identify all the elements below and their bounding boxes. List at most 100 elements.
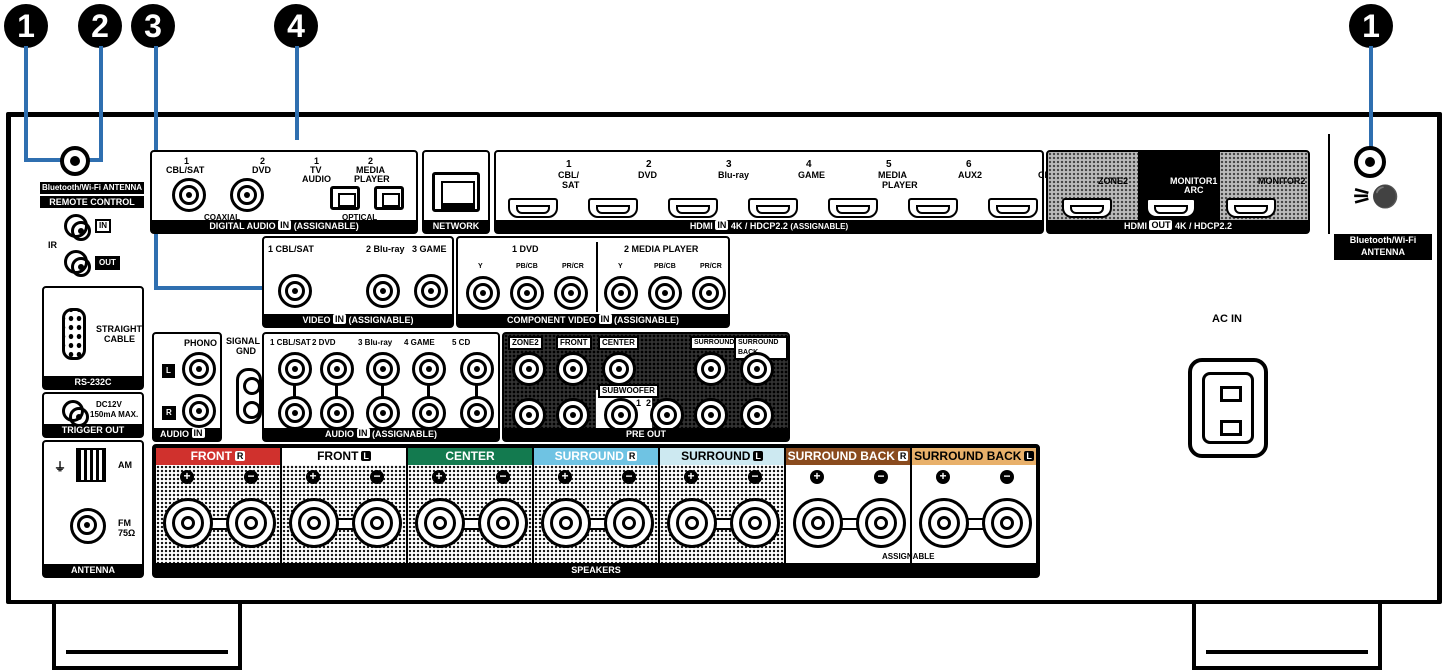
hdmi-in-3-port[interactable]: [668, 198, 718, 218]
speaker-header-2-channel: L: [361, 451, 371, 461]
preout-zone2-r-jack[interactable]: [512, 398, 546, 432]
audio-assign-5-r-jack[interactable]: [460, 396, 494, 430]
rs232c-port[interactable]: [62, 308, 86, 360]
preout-surround-back-r-jack[interactable]: [740, 398, 774, 432]
hdmi-in-7-port[interactable]: [988, 198, 1038, 218]
preout-subwoofer-1-jack[interactable]: [604, 398, 638, 432]
fm-antenna-jack[interactable]: [70, 508, 106, 544]
phono-r-jack[interactable]: [182, 394, 216, 428]
audio-assign-2-l-jack[interactable]: [320, 352, 354, 386]
speaker-1-minus-terminal[interactable]: [226, 498, 276, 548]
speaker-5-plus-terminal[interactable]: [667, 498, 717, 548]
rs232c-text-1: STRAIGHT: [96, 324, 142, 334]
bt-antenna-right-jack[interactable]: [1354, 146, 1386, 178]
speaker-1-plus-terminal[interactable]: [163, 498, 213, 548]
arc-label: ARC: [1184, 185, 1204, 195]
speaker-7-minus-terminal[interactable]: [982, 498, 1032, 548]
video-2-jack[interactable]: [366, 274, 400, 308]
ir-out-jack[interactable]: [64, 250, 91, 277]
speaker-7-plus-terminal[interactable]: [919, 498, 969, 548]
hdmi-in-5-port[interactable]: [828, 198, 878, 218]
comp1-y-jack[interactable]: [466, 276, 500, 310]
gnd-label: GND: [236, 346, 256, 356]
hdmi-out-panel: ZONE2 MONITOR1 ARC MONITOR2 HDMI OUT 4K …: [1046, 150, 1310, 234]
audio-assign-3-r-jack[interactable]: [366, 396, 400, 430]
speaker-group-4-bg: [534, 465, 658, 563]
bt-antenna-right-label-2: ANTENNA: [1361, 247, 1405, 257]
preout-surround-r-jack[interactable]: [694, 398, 728, 432]
comp2-pr-jack[interactable]: [692, 276, 726, 310]
speaker-3-minus-terminal[interactable]: [478, 498, 528, 548]
audio-assign-1-r-jack[interactable]: [278, 396, 312, 430]
hdmi-in-4-number: 4: [806, 159, 812, 170]
trigger-out-jack[interactable]: [62, 400, 89, 427]
video-3-jack[interactable]: [414, 274, 448, 308]
preout-surround-l-jack[interactable]: [694, 352, 728, 386]
comp1-pb-jack[interactable]: [510, 276, 544, 310]
speaker-4-minus-terminal[interactable]: [604, 498, 654, 548]
optical-2-jack[interactable]: [374, 186, 404, 210]
hdmi-in-assign: (ASSIGNABLE): [790, 222, 849, 231]
coaxial-2-jack[interactable]: [230, 178, 264, 212]
callout-3: 3: [131, 4, 175, 48]
audio-assign-2-r-jack[interactable]: [320, 396, 354, 430]
pre-out-title: PRE OUT: [504, 428, 788, 440]
comp2-y-jack[interactable]: [604, 276, 638, 310]
coaxial-1-jack[interactable]: [172, 178, 206, 212]
hdmi-in-2-port[interactable]: [588, 198, 638, 218]
hdmi-out-monitor2-port[interactable]: [1226, 198, 1276, 218]
speaker-header-7-name: SURROUND BACK: [914, 449, 1022, 463]
speaker-6-plus-terminal[interactable]: [793, 498, 843, 548]
trigger-out-title: TRIGGER OUT: [44, 424, 142, 436]
preout-front-r-jack[interactable]: [556, 398, 590, 432]
preout-front-label: FRONT: [556, 336, 592, 350]
monitor2-label: MONITOR2: [1258, 176, 1306, 186]
comp2-pb-jack[interactable]: [648, 276, 682, 310]
speaker-2-minus-terminal[interactable]: [352, 498, 402, 548]
digital-audio-title-text: DIGITAL AUDIO: [209, 221, 276, 231]
hdmi-in-4-port[interactable]: [748, 198, 798, 218]
ir-in-jack[interactable]: [64, 214, 91, 241]
preout-zone2-l-jack[interactable]: [512, 352, 546, 386]
phono-l-label: L: [162, 364, 175, 378]
hdmi-in-1-name2: SAT: [562, 180, 580, 190]
comp2-pb-label: PB/CB: [654, 263, 676, 270]
speaker-5-minus-terminal[interactable]: [730, 498, 780, 548]
opt-2-num: 2: [368, 156, 374, 166]
speaker-3-plus-terminal[interactable]: [415, 498, 465, 548]
audio-assign-4-r-jack[interactable]: [412, 396, 446, 430]
ethernet-port[interactable]: [432, 172, 480, 212]
speaker-2-plus-terminal[interactable]: [289, 498, 339, 548]
audio-assign-1-l-jack[interactable]: [278, 352, 312, 386]
opt-1-num: 1: [314, 156, 320, 166]
bt-antenna-left-jack[interactable]: [60, 146, 90, 176]
phono-l-jack[interactable]: [182, 352, 216, 386]
audio-assign-5-l-jack[interactable]: [460, 352, 494, 386]
speaker-4-plus-terminal[interactable]: [541, 498, 591, 548]
hdmi-out-monitor1-port[interactable]: [1146, 198, 1196, 218]
comp1-pr-jack[interactable]: [554, 276, 588, 310]
speaker-6-minus-terminal[interactable]: [856, 498, 906, 548]
preout-center-jack[interactable]: [602, 352, 636, 386]
ac-inlet[interactable]: [1188, 358, 1268, 458]
hdmi-out-zone2-port[interactable]: [1062, 198, 1112, 218]
remote-control-title: REMOTE CONTROL: [40, 196, 144, 208]
callout-1-left: 1: [4, 4, 48, 48]
video-1-jack[interactable]: [278, 274, 312, 308]
preout-front-l-jack[interactable]: [556, 352, 590, 386]
speaker-header-6-channel: R: [897, 451, 909, 461]
audio-assign-4-l-jack[interactable]: [412, 352, 446, 386]
preout-subwoofer-2-jack[interactable]: [650, 398, 684, 432]
audio-assign-3-l-jack[interactable]: [366, 352, 400, 386]
signal-gnd-terminal[interactable]: [236, 368, 262, 424]
hdmi-in-1-port[interactable]: [508, 198, 558, 218]
hdmi-in-6-port[interactable]: [908, 198, 958, 218]
ir-label: IR: [48, 240, 57, 250]
component-title-text: COMPONENT VIDEO: [506, 315, 596, 325]
am-terminal[interactable]: [76, 448, 106, 482]
preout-surround-back-l-jack[interactable]: [740, 352, 774, 386]
optical-1-jack[interactable]: [330, 186, 360, 210]
